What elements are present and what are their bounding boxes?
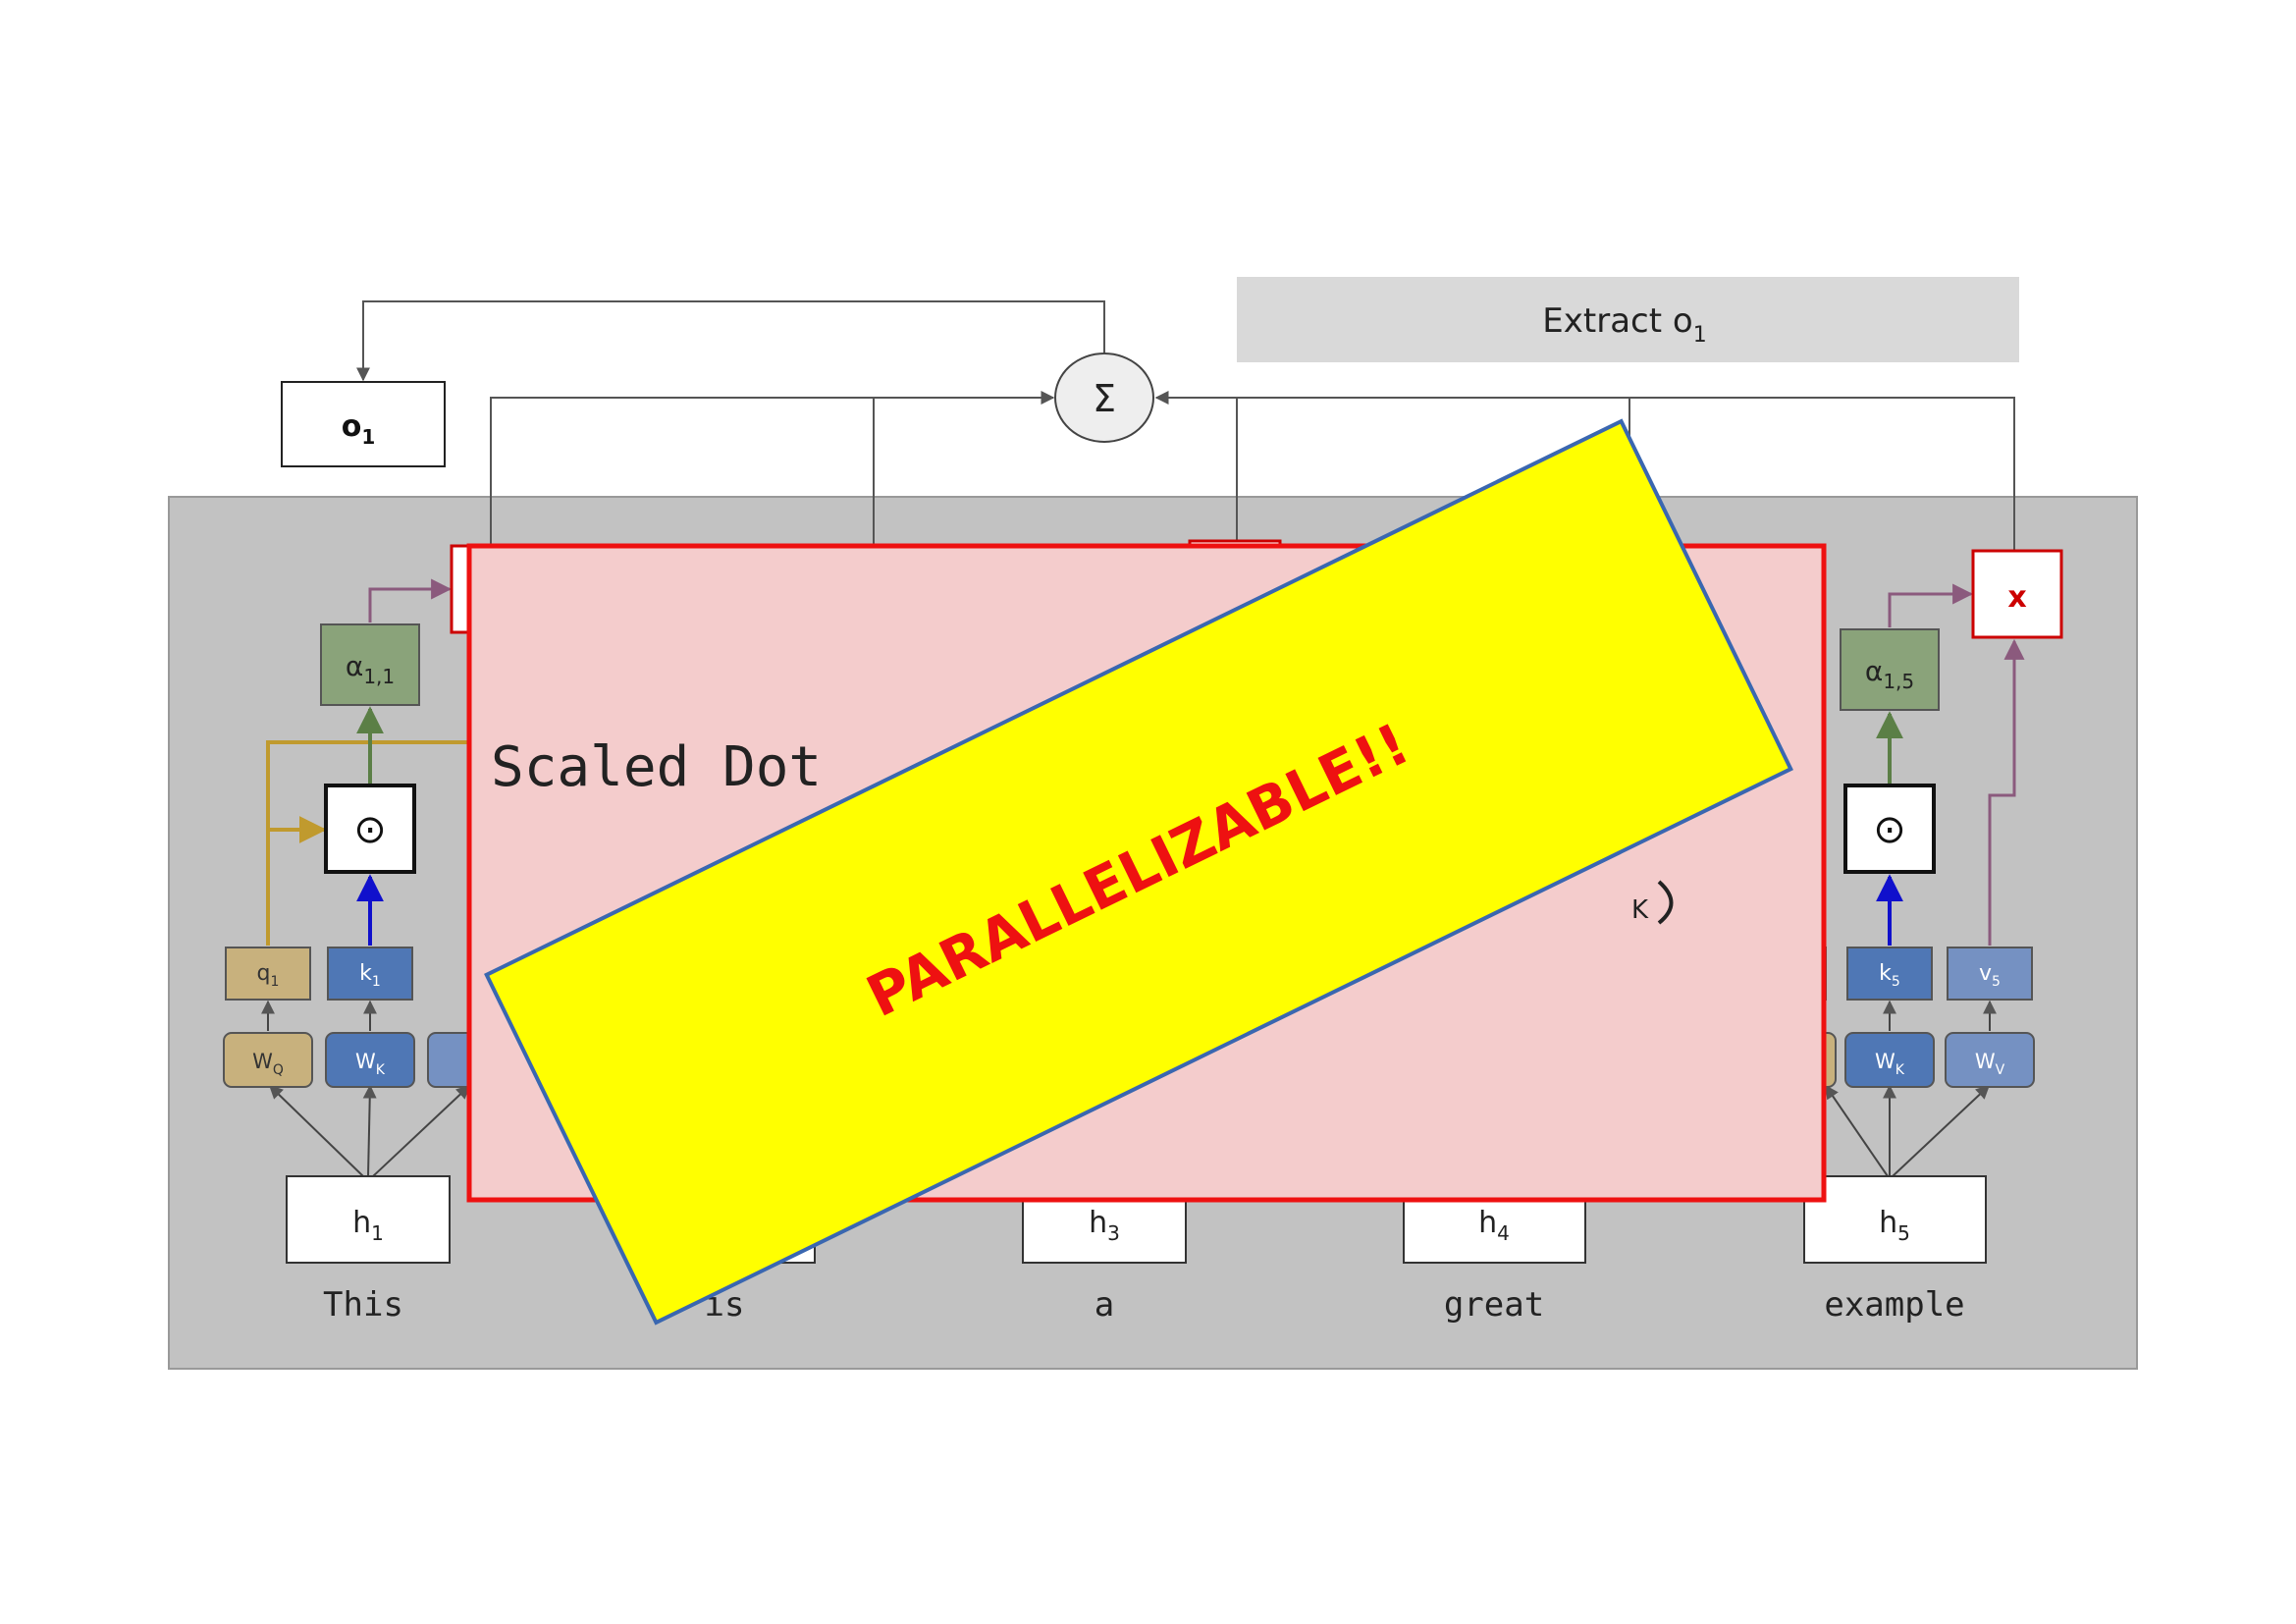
h5-to-wq <box>1825 1084 1889 1177</box>
output-box <box>281 381 446 467</box>
overlay-formula-paren <box>1657 880 1674 925</box>
h5-to-wv <box>1892 1085 1991 1177</box>
svg-text:h1: h1 <box>352 1206 384 1245</box>
v-to-mult-right <box>1988 638 2025 946</box>
svg-text:h5: h5 <box>1879 1206 1910 1245</box>
q-box-left <box>225 947 311 1001</box>
wv-label-right: WV <box>1975 1050 2005 1078</box>
h1-to-wv <box>372 1085 471 1177</box>
wq-label-left: WQ <box>252 1050 284 1078</box>
wk-box-right <box>1844 1032 1935 1088</box>
extract-banner <box>1237 277 2019 362</box>
word-4: great <box>1444 1285 1544 1325</box>
dot-symbol-left: ⊙ <box>353 807 387 852</box>
dot-box-left <box>324 784 416 874</box>
sum-input-right <box>1154 391 2015 550</box>
wk-label-left: WK <box>355 1050 386 1078</box>
h1-to-wk <box>362 1084 377 1177</box>
k-box-right <box>1846 947 1933 1001</box>
overlay-title: Scaled Dot <box>491 735 822 799</box>
sum-node <box>1054 352 1154 443</box>
wv-box-right <box>1945 1032 2035 1088</box>
alpha-box-right <box>1840 628 1940 711</box>
word-1: This <box>323 1285 403 1325</box>
v-box-right <box>1947 947 2033 1001</box>
alpha-label-left: α1,1 <box>346 650 395 688</box>
k-label-right: k5 <box>1879 961 1900 990</box>
sum-to-output-line <box>356 300 1105 382</box>
v-label-right: v5 <box>1979 961 2001 990</box>
svg-text:h4: h4 <box>1478 1206 1510 1245</box>
svg-text:h3: h3 <box>1089 1206 1120 1245</box>
q-broadcast-left <box>266 740 471 946</box>
parallelizable-banner: PARALLELIZABLE!! <box>484 418 1793 1326</box>
hidden-state-5: h5 <box>1803 1175 1987 1264</box>
word-3: a <box>1095 1285 1114 1325</box>
mult-box-right <box>1971 549 2063 639</box>
alpha-to-mult-left <box>368 578 453 623</box>
wk-box-left <box>325 1032 415 1088</box>
wq-box-left <box>223 1032 313 1088</box>
output-label: o1 <box>342 409 376 449</box>
dot-symbol-right: ⊙ <box>1873 807 1906 852</box>
hidden-state-1: h1 <box>286 1175 451 1264</box>
k-box-left <box>327 947 413 1001</box>
alpha-label-right: α1,5 <box>1865 655 1914 693</box>
overlay-formula-fragment: K <box>1631 895 1649 925</box>
h1-to-wq <box>268 1085 364 1177</box>
alpha-to-mult-right <box>1888 583 1974 627</box>
dot-box-right <box>1843 784 1936 874</box>
sum-symbol: Σ <box>1093 377 1116 420</box>
q-label-left: q1 <box>257 961 280 990</box>
wk-label-right: WK <box>1875 1050 1905 1078</box>
word-5: example <box>1824 1285 1964 1325</box>
alpha-box-left <box>320 623 420 706</box>
mult-symbol-right: x <box>2007 580 2026 615</box>
extract-label: Extract o1 <box>1542 301 1706 348</box>
sum-input-left <box>490 391 1055 550</box>
k-label-left: k1 <box>359 961 381 990</box>
